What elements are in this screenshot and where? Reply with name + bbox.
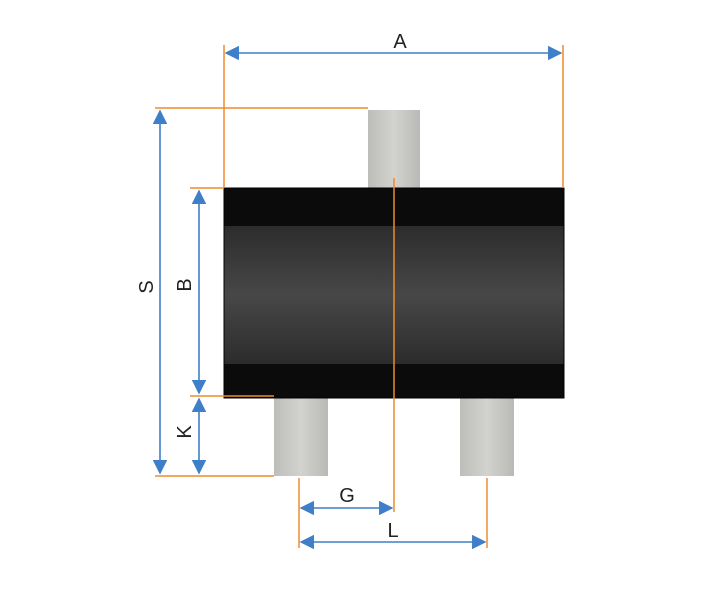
label-b: B (174, 278, 196, 291)
label-k: K (174, 425, 196, 439)
label-g: G (339, 485, 355, 507)
label-s: S (136, 280, 158, 293)
label-l: L (387, 520, 398, 542)
bottom-right-lead (460, 396, 514, 476)
label-a: A (393, 31, 407, 53)
top-lead (368, 110, 420, 190)
dimension-arrows (152, 45, 563, 550)
bottom-left-lead (274, 396, 328, 476)
extension-lines (155, 45, 564, 548)
